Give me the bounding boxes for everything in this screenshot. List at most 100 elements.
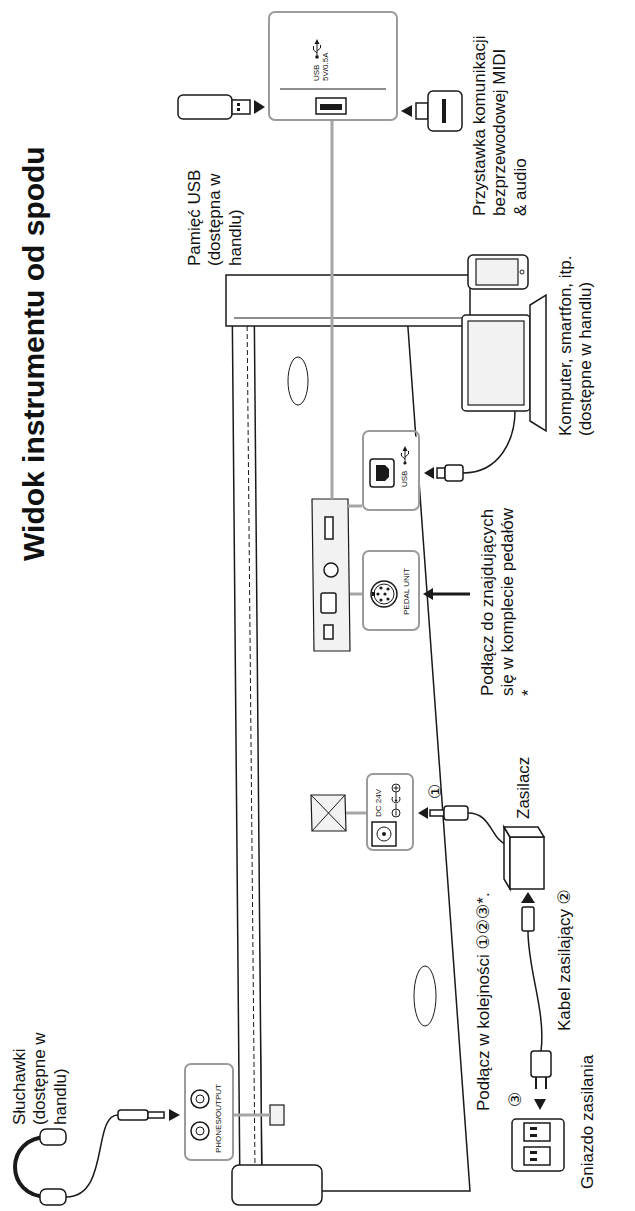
side-panel	[226, 275, 470, 326]
wireless-adapter	[442, 99, 446, 123]
usb-cable-plug	[437, 468, 445, 478]
leader-line	[350, 593, 362, 596]
din-socket	[371, 581, 397, 607]
panel-port	[324, 625, 333, 639]
din-socket	[372, 592, 375, 596]
key-edge	[247, 311, 255, 1171]
usb-symbol	[403, 461, 406, 464]
usb-stick-plug	[237, 103, 240, 106]
port-label: USB	[400, 432, 409, 487]
headphones-cup	[40, 1129, 66, 1145]
leader-line	[331, 121, 334, 499]
adapter-cable	[468, 813, 507, 845]
port-label: PHONES/OUTPUT	[214, 1065, 223, 1153]
insert-arrow	[433, 593, 470, 596]
headphones-cable	[66, 1115, 118, 1197]
wall-socket	[512, 1119, 564, 1171]
polarity-symbol	[394, 788, 399, 789]
headphones-cup	[40, 1189, 66, 1205]
label-holder: Podłącz w kolejności ①②③*.	[474, 892, 494, 1111]
annotation-label: Słuchawki (dostępne w handlu)	[10, 1020, 71, 1125]
usb-symbol	[403, 446, 408, 451]
label-holder: Podłącz do znajdujących się w komplecie …	[478, 500, 539, 696]
din-pin	[379, 598, 382, 601]
usb-b-port	[370, 459, 394, 487]
annotation-label: Podłącz do znajdujących się w komplecie …	[478, 500, 539, 696]
usb-stick	[178, 95, 232, 119]
usb-stick-plug	[232, 100, 250, 114]
mains-plug	[531, 1051, 551, 1077]
wireless-adapter	[428, 91, 462, 131]
insert-arrow	[424, 467, 434, 479]
din-pin	[383, 592, 386, 595]
panel-port	[324, 563, 338, 577]
din-pin	[379, 586, 382, 589]
connector-callout: USB	[362, 430, 420, 511]
connector-callout: PEDAL UNIT	[362, 550, 420, 631]
dc-jack	[382, 832, 386, 836]
dc-panel-mark	[311, 795, 346, 831]
dc-plug	[444, 806, 468, 820]
callout-ground	[268, 11, 398, 121]
annotation-label: Kabel zasilający ②	[555, 889, 575, 1031]
usb-symbol	[314, 46, 318, 53]
leader-line	[346, 812, 366, 815]
port-label: DC 24V	[374, 775, 383, 817]
callout-ground	[184, 1069, 234, 1161]
din-socket	[374, 584, 394, 604]
title-holder: Widok instrumentu od spodu	[16, 146, 52, 561]
dc-jack	[372, 822, 396, 846]
annotation-label: Pamięć USB (dostępna w handlu)	[185, 126, 246, 266]
label-holder: Kabel zasilający ②	[555, 889, 575, 1031]
polarity-symbol	[392, 809, 400, 817]
piano-underside	[252, 286, 470, 1191]
insert-arrow	[521, 892, 535, 903]
usb-a-port-tongue	[320, 104, 342, 110]
polarity-symbol	[395, 799, 398, 802]
polarity-symbol	[392, 784, 400, 792]
keyboard-lip	[232, 283, 262, 1197]
connector-callout: USB 5V/0.5A	[268, 11, 398, 121]
panel-port	[321, 593, 336, 613]
phones-jack	[191, 1090, 209, 1108]
label-holder: Przystawka komunikacji bezprzewodowej MI…	[470, 33, 531, 216]
side-panel-edge	[234, 318, 462, 319]
annotation-label: Podłącz w kolejności ①②③*.	[474, 892, 494, 1111]
power-adapter	[510, 837, 544, 889]
annotation-label: Zasilacz	[514, 757, 534, 819]
laptop-screen	[468, 321, 524, 405]
usb-cable-plug	[445, 465, 463, 481]
usb-symbol	[315, 39, 320, 44]
leader-line	[348, 505, 362, 508]
callout-ground	[366, 779, 414, 851]
insert-arrow	[423, 588, 433, 600]
socket-outlet	[524, 1123, 550, 1141]
label-holder: Gniazdo zasilania	[578, 1055, 598, 1189]
annotation-label: ①	[426, 784, 446, 799]
insert-arrow	[534, 1099, 546, 1110]
usb-symbol	[405, 451, 409, 457]
usb-symbol	[315, 55, 319, 59]
power-cord	[528, 931, 542, 1051]
panel-port	[325, 517, 333, 539]
annotation-label: Komputer, smartfon, itp. (dostępne w han…	[556, 236, 597, 436]
socket-slit	[530, 1151, 537, 1154]
laptop	[462, 315, 530, 411]
polarity-symbol	[396, 804, 397, 809]
headphones-band	[15, 1137, 48, 1197]
insert-arrow	[418, 807, 428, 819]
insert-arrow	[169, 1109, 180, 1121]
polarity-symbol	[396, 792, 397, 799]
dc-plug	[430, 810, 444, 816]
socket-outlet	[524, 1147, 550, 1165]
usb-symbol	[402, 453, 406, 459]
laptop-base	[530, 295, 546, 431]
leader-line	[234, 1114, 270, 1117]
insert-arrow	[254, 100, 265, 114]
label-holder: Zasilacz	[514, 757, 534, 819]
underside-opening	[288, 357, 308, 405]
phones-jack	[191, 1122, 209, 1140]
mains-plug-prong	[545, 1077, 547, 1089]
usb-stick-plug	[237, 108, 240, 111]
